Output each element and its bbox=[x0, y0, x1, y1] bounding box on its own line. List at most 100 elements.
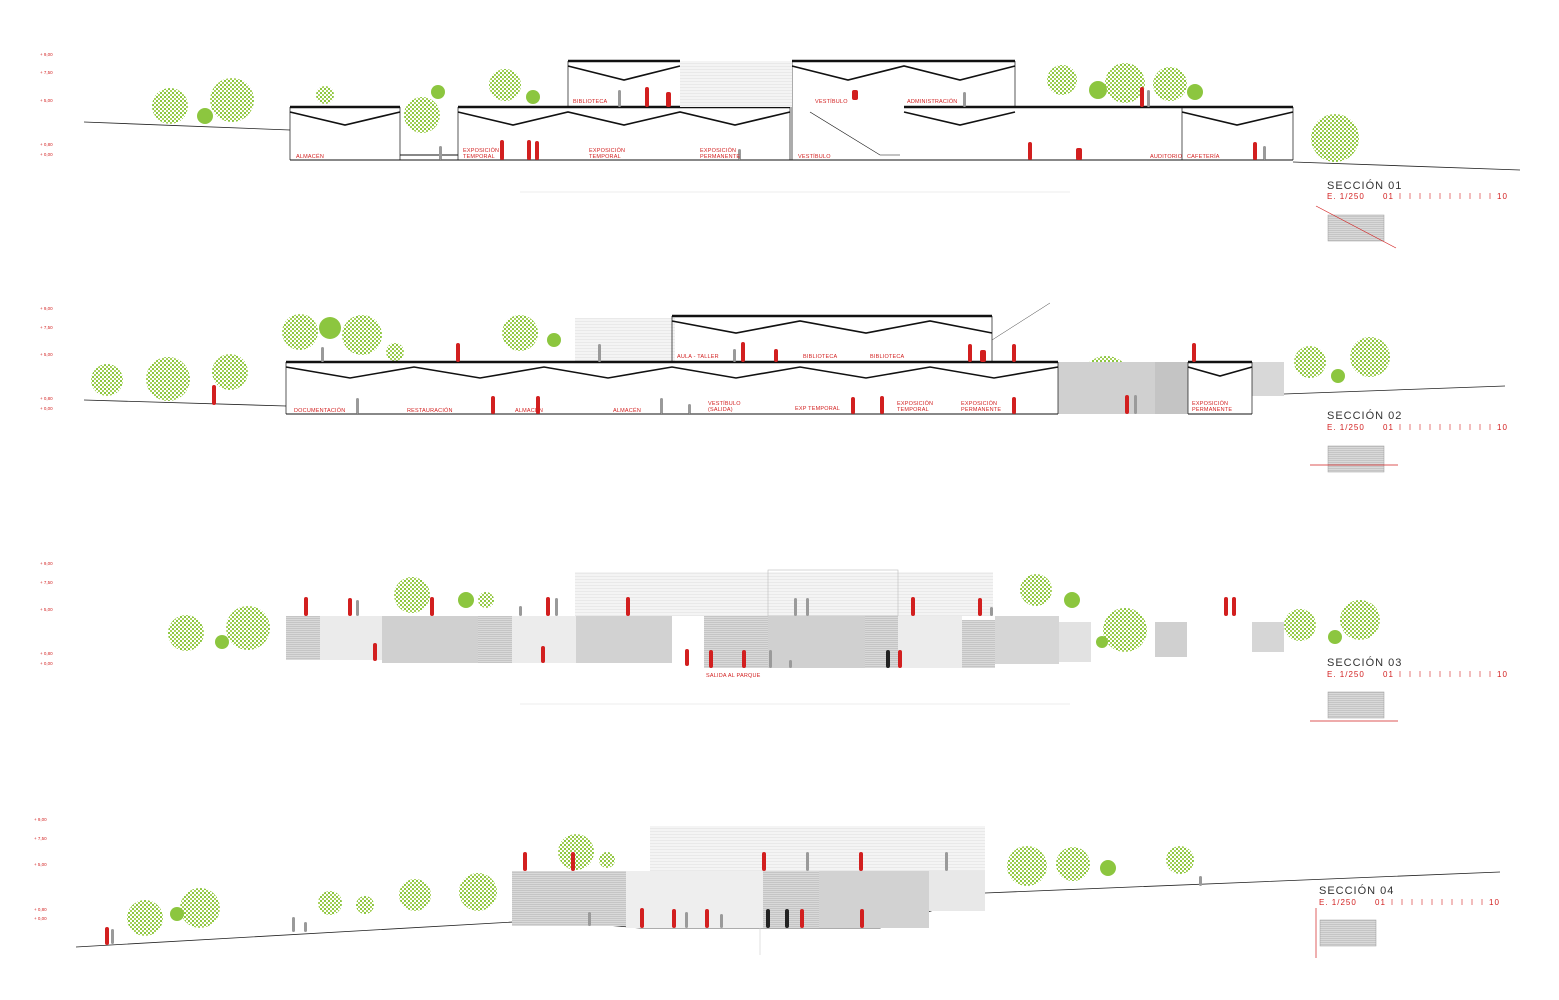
scale-bar-start: 01 bbox=[1383, 670, 1394, 679]
tree bbox=[399, 879, 431, 911]
title-block: SECCIÓN 04 E. 1/250 01 10 bbox=[1315, 884, 1500, 958]
tree bbox=[342, 315, 382, 355]
level-label: + 5,00 bbox=[34, 862, 47, 867]
scale-label: E. 1/250 bbox=[1319, 898, 1357, 907]
facade-panel bbox=[819, 871, 929, 928]
person-black bbox=[766, 909, 770, 928]
level-label: + 0,00 bbox=[40, 406, 53, 411]
people bbox=[212, 342, 1196, 414]
level-label: + 7,50 bbox=[40, 70, 53, 75]
tree bbox=[1331, 369, 1345, 383]
upper-volume-hatch bbox=[575, 318, 675, 362]
room-labels: DOCUMENTACIÓN RESTAURACIÓN ALMACÉN ALMAC… bbox=[294, 354, 1232, 414]
tree bbox=[1328, 630, 1342, 644]
tree bbox=[394, 577, 430, 613]
wall-grey bbox=[1155, 362, 1188, 414]
level-label: + 9,00 bbox=[40, 306, 53, 311]
people-grey bbox=[321, 344, 1137, 414]
room-label: PERMANENTE bbox=[700, 154, 740, 160]
section-04: + 9,00 + 7,50 + 5,00 + 0,80 + 0,00 bbox=[34, 817, 1501, 958]
level-marks: + 9,00 + 7,50 + 5,00 + 0,80 + 0,00 bbox=[40, 306, 53, 411]
room-label: AULA - TALLER bbox=[677, 354, 719, 360]
room-label: EXPOSICIÓN bbox=[463, 147, 499, 154]
people bbox=[500, 87, 1257, 160]
level-label: + 0,80 bbox=[40, 396, 53, 401]
scale-bar bbox=[1399, 671, 1491, 677]
tree bbox=[226, 606, 270, 650]
people bbox=[304, 597, 1236, 668]
facade-panel bbox=[1059, 622, 1091, 662]
tree bbox=[1187, 84, 1203, 100]
scale-bar-end: 10 bbox=[1497, 192, 1508, 201]
tree bbox=[526, 90, 540, 104]
room-label: TEMPORAL bbox=[897, 407, 929, 413]
tree bbox=[1340, 600, 1380, 640]
section-title: SECCIÓN 03 bbox=[1327, 656, 1402, 669]
level-label: + 9,00 bbox=[34, 817, 47, 822]
room-label: EXPOSICIÓN bbox=[897, 400, 933, 407]
people bbox=[105, 852, 864, 945]
room-label: BIBLIOTECA bbox=[870, 354, 905, 360]
scale-bar bbox=[1399, 193, 1491, 199]
facade-panel bbox=[704, 616, 768, 668]
tree bbox=[316, 86, 334, 104]
room-label: EXPOSICIÓN bbox=[1192, 400, 1228, 407]
tree bbox=[1350, 337, 1390, 377]
room-label: EXP TEMPORAL bbox=[795, 406, 840, 412]
section-02: + 9,00 + 7,50 + 5,00 + 0,80 + 0,00 bbox=[40, 302, 1507, 473]
tree bbox=[1089, 81, 1107, 99]
scale-label: E. 1/250 bbox=[1327, 423, 1365, 432]
facade-panel bbox=[320, 616, 382, 660]
room-labels: ALMACÉN EXPOSICIÓN TEMPORAL EXPOSICIÓN T… bbox=[296, 98, 1220, 160]
facade-panel bbox=[478, 616, 512, 663]
section-title: SECCIÓN 02 bbox=[1327, 409, 1402, 422]
level-label: + 5,00 bbox=[40, 352, 53, 357]
facade-panel bbox=[768, 616, 865, 668]
section-title: SECCIÓN 01 bbox=[1327, 179, 1402, 192]
tree bbox=[146, 357, 190, 401]
tree bbox=[478, 592, 494, 608]
scale-bar-end: 10 bbox=[1489, 898, 1500, 907]
people-grey bbox=[356, 598, 993, 668]
room-label: BIBLIOTECA bbox=[573, 99, 608, 105]
level-label: + 7,50 bbox=[40, 325, 53, 330]
room-label: CAFETERÍA bbox=[1187, 153, 1220, 160]
tree bbox=[1311, 114, 1359, 162]
room-label: RESTAURACIÓN bbox=[407, 407, 453, 414]
building-section bbox=[289, 59, 1294, 161]
upper-volume-hatch bbox=[575, 572, 993, 616]
tree bbox=[558, 834, 594, 870]
room-label: EXPOSICIÓN bbox=[961, 400, 997, 407]
terrain-line bbox=[1255, 385, 1506, 396]
room-label: (SALIDA) bbox=[708, 407, 733, 413]
facade-panel bbox=[962, 620, 995, 668]
room-label: PERMANENTE bbox=[1192, 407, 1232, 413]
level-label: + 9,00 bbox=[40, 561, 53, 566]
tree bbox=[319, 317, 341, 339]
room-label: PERMANENTE bbox=[961, 407, 1001, 413]
level-label: + 0,80 bbox=[34, 907, 47, 912]
room-label: VESTÍBULO bbox=[798, 153, 831, 160]
room-label: VESTÍBULO bbox=[815, 98, 848, 105]
level-marks: + 9,00 + 7,50 + 5,00 + 0,80 + 0,00 bbox=[34, 817, 47, 921]
tree bbox=[489, 69, 521, 101]
scale-bar bbox=[1391, 899, 1483, 905]
tree bbox=[386, 343, 404, 361]
person-black bbox=[785, 909, 789, 928]
section-03: + 9,00 + 7,50 + 5,00 + 0,80 + 0,00 bbox=[40, 561, 1507, 722]
room-label: EXPOSICIÓN bbox=[589, 147, 625, 154]
level-label: + 7,50 bbox=[40, 580, 53, 585]
title-block: SECCIÓN 01 E. 1/250 01 10 bbox=[1315, 179, 1508, 249]
tree bbox=[1020, 574, 1052, 606]
tree bbox=[170, 907, 184, 921]
room-label: EXPOSICIÓN bbox=[700, 147, 736, 154]
level-label: + 0,00 bbox=[40, 661, 53, 666]
tree bbox=[282, 314, 318, 350]
terrain-line bbox=[83, 121, 291, 131]
tree bbox=[502, 315, 538, 351]
tree bbox=[459, 873, 497, 911]
scale-label: E. 1/250 bbox=[1327, 670, 1365, 679]
level-marks: + 9,00 + 7,50 + 5,00 + 0,80 + 0,00 bbox=[40, 52, 53, 157]
level-label: + 5,00 bbox=[40, 607, 53, 612]
tree bbox=[91, 364, 123, 396]
